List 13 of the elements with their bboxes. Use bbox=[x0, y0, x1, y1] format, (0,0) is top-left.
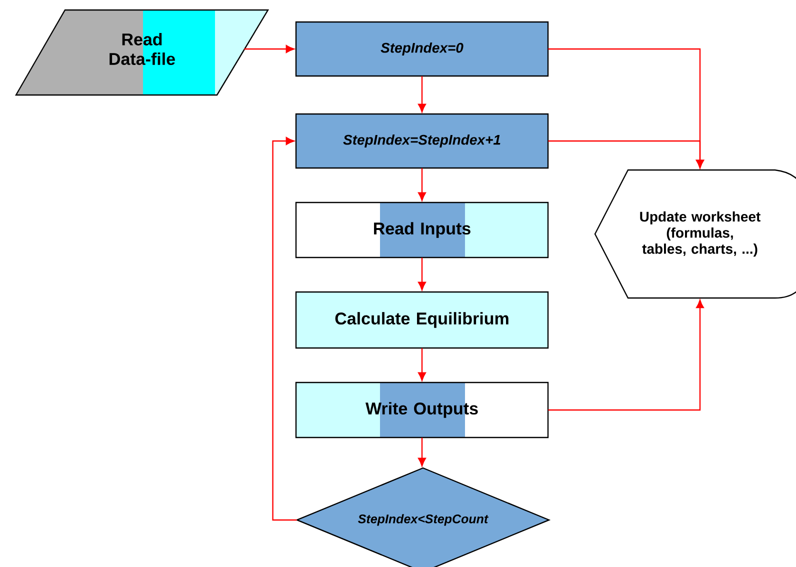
display-hexagon: Update worksheet (formulas, tables, charts, ...) bbox=[594, 169, 796, 299]
arrow bbox=[272, 137, 297, 521]
arrow bbox=[418, 438, 426, 466]
process-box: Calculate Equilibrium bbox=[295, 291, 549, 349]
arrow bbox=[418, 76, 426, 112]
process-box: StepIndex=0 bbox=[295, 21, 549, 77]
arrow bbox=[548, 300, 704, 411]
arrow bbox=[418, 348, 426, 381]
arrow bbox=[548, 140, 704, 168]
arrow bbox=[418, 168, 426, 201]
arrow bbox=[244, 45, 294, 53]
process-box: StepIndex=StepIndex+1 bbox=[295, 113, 549, 169]
arrow bbox=[418, 258, 426, 290]
